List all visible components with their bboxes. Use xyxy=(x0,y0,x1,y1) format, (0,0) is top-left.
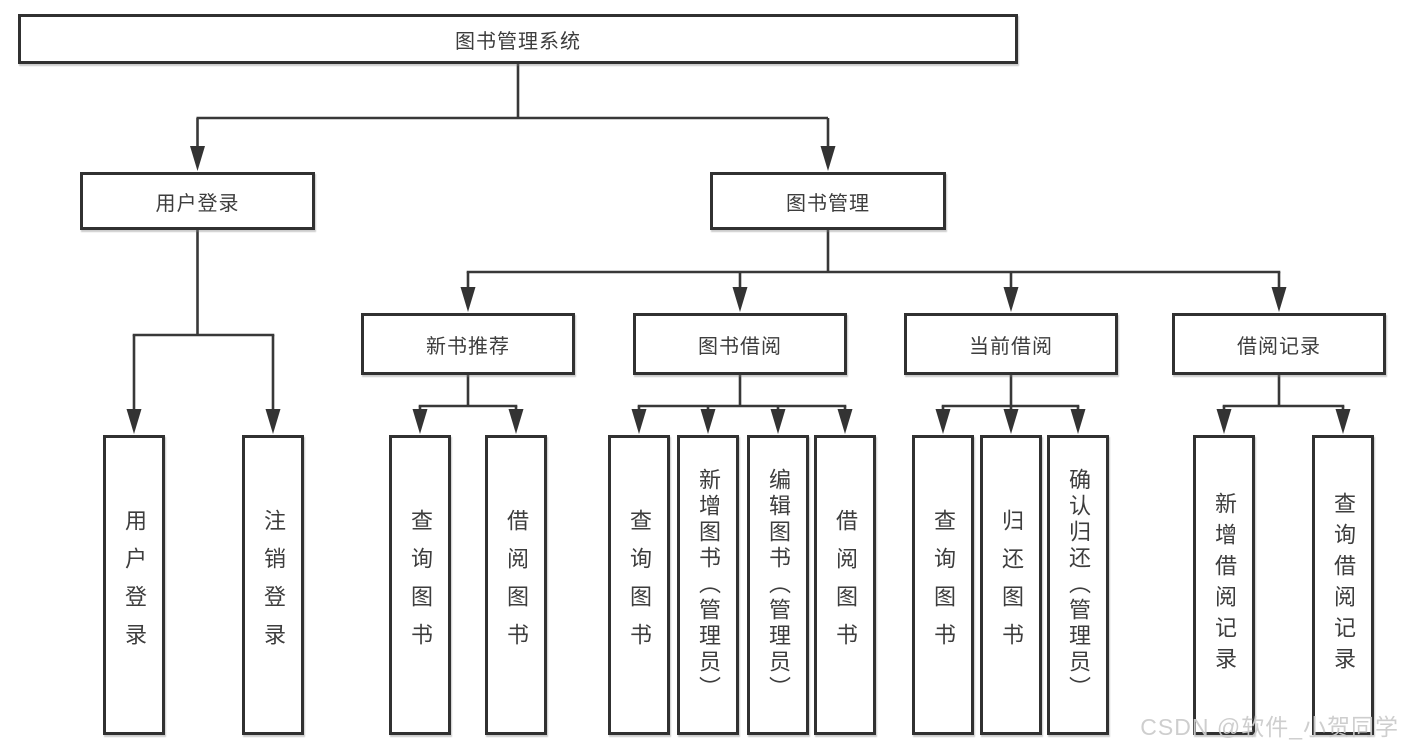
arrowheads xyxy=(126,146,1351,434)
leaf-return-books: 归还图书 xyxy=(980,435,1042,735)
node-label: 查询图书 xyxy=(931,509,956,661)
node-new-book-recommend: 新书推荐 xyxy=(361,313,575,375)
csdn-watermark: CSDN @软件_小贺同学 xyxy=(1140,714,1399,740)
leaf-logout-login: 注销登录 xyxy=(242,435,304,735)
node-book-management: 图书管理 xyxy=(710,172,946,230)
node-label: 用户登录 xyxy=(122,509,147,661)
leaf-confirm-return-admin: 确认归还（管理员） xyxy=(1047,435,1109,735)
leaf-add-borrow-record: 新增借阅记录 xyxy=(1193,435,1255,735)
node-label: 归还图书 xyxy=(999,509,1024,661)
node-label: 确认归还（管理员） xyxy=(1066,468,1091,702)
leaf-query-books-current: 查询图书 xyxy=(912,435,974,735)
leaf-user-login: 用户登录 xyxy=(103,435,165,735)
node-label: 借阅图书 xyxy=(504,509,529,661)
node-current-borrowing: 当前借阅 xyxy=(904,313,1118,375)
node-label: 新增图书（管理员） xyxy=(696,468,721,702)
leaf-query-books-borrowing: 查询图书 xyxy=(608,435,670,735)
leaf-add-books-admin: 新增图书（管理员） xyxy=(677,435,739,735)
node-label: 查询借阅记录 xyxy=(1331,492,1356,678)
node-library-system: 图书管理系统 xyxy=(18,14,1018,64)
node-label: 新书推荐 xyxy=(426,335,510,358)
node-borrow-records: 借阅记录 xyxy=(1172,313,1386,375)
node-user-login: 用户登录 xyxy=(80,172,315,230)
node-label: 当前借阅 xyxy=(969,335,1053,358)
node-label: 图书管理系统 xyxy=(455,30,581,53)
node-label: 图书借阅 xyxy=(698,335,782,358)
node-label: 查询图书 xyxy=(408,509,433,661)
node-label: 借阅记录 xyxy=(1237,335,1321,358)
node-label: 查询图书 xyxy=(627,509,652,661)
leaf-edit-books-admin: 编辑图书（管理员） xyxy=(747,435,809,735)
leaf-borrow-books-recommend: 借阅图书 xyxy=(485,435,547,735)
leaf-query-borrow-record: 查询借阅记录 xyxy=(1312,435,1374,735)
node-book-borrowing: 图书借阅 xyxy=(633,313,847,375)
node-label: 图书管理 xyxy=(786,192,870,215)
node-label: 用户登录 xyxy=(155,192,240,215)
node-label: 编辑图书（管理员） xyxy=(766,468,791,702)
leaf-query-books-recommend: 查询图书 xyxy=(389,435,451,735)
leaf-borrow-books-borrowing: 借阅图书 xyxy=(814,435,876,735)
node-label: 借阅图书 xyxy=(833,509,858,661)
node-label: 注销登录 xyxy=(261,509,286,661)
node-label: 新增借阅记录 xyxy=(1212,492,1237,678)
